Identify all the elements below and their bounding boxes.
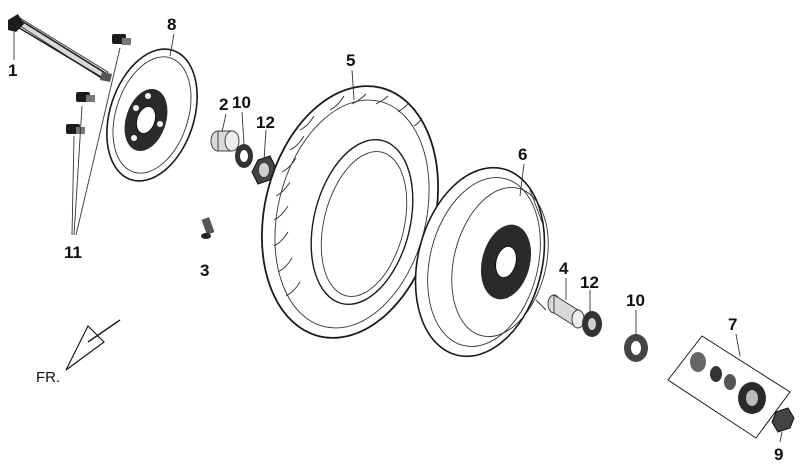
label-10-left: 10 xyxy=(232,93,251,112)
leader-lines xyxy=(13,32,783,443)
axle-part xyxy=(8,14,112,82)
bolts-leader-lines xyxy=(71,47,121,236)
label-5: 5 xyxy=(346,51,355,70)
label-2: 2 xyxy=(219,95,228,114)
right-seal-part xyxy=(624,334,648,362)
right-spacer-part xyxy=(547,294,585,329)
front-direction-arrow xyxy=(65,319,121,371)
label-3: 3 xyxy=(200,261,209,280)
label-8: 8 xyxy=(167,15,176,34)
label-6: 6 xyxy=(518,145,527,164)
label-12-right: 12 xyxy=(580,273,599,292)
tire-part xyxy=(261,85,439,339)
valve-part xyxy=(201,217,215,239)
label-7: 7 xyxy=(728,315,737,334)
rim-part xyxy=(414,166,549,358)
gear-assembly-part xyxy=(667,335,791,439)
label-10-right: 10 xyxy=(626,291,645,310)
label-9: 9 xyxy=(774,445,783,464)
label-4: 4 xyxy=(559,259,569,278)
right-bearing-part xyxy=(582,311,602,337)
brake-disc-part xyxy=(106,48,198,182)
label-12-left: 12 xyxy=(256,113,275,132)
label-11: 11 xyxy=(64,243,82,262)
nut-part xyxy=(771,407,795,433)
label-1: 1 xyxy=(8,61,17,80)
left-seal-part xyxy=(235,144,253,168)
left-spacer-part xyxy=(210,130,240,152)
bolts-part xyxy=(66,34,131,134)
front-label: FR. xyxy=(36,369,60,386)
